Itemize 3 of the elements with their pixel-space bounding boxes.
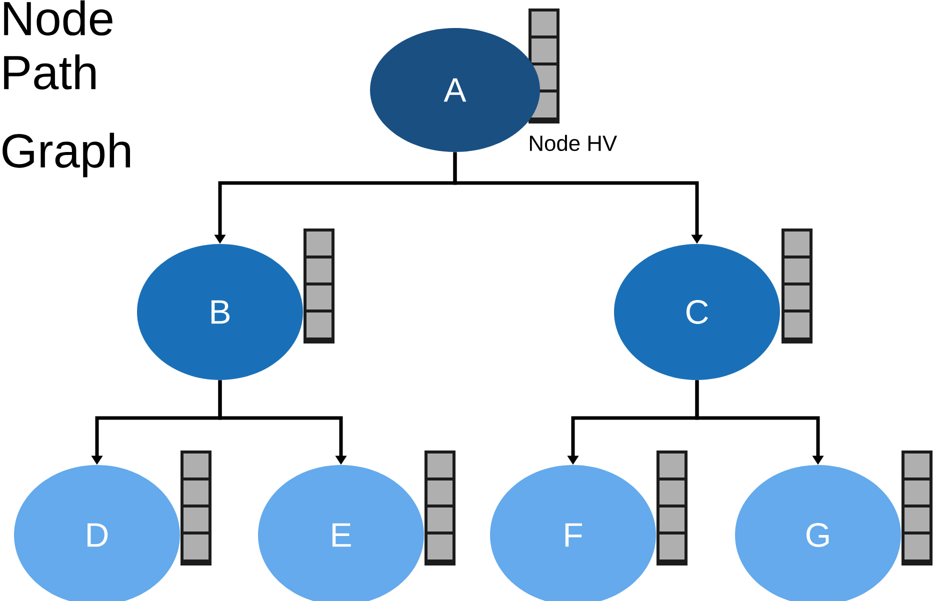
side-label: Graph [2, 132, 130, 178]
side-label: Path [4, 54, 96, 90]
side-label: Node [4, 0, 112, 36]
